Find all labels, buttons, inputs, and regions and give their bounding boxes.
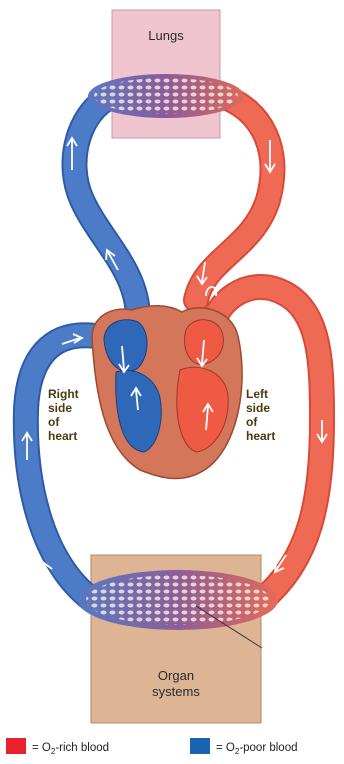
- legend-poor-swatch: [190, 738, 210, 754]
- right-label-line4: heart: [48, 429, 77, 443]
- right-side-label: Right side of heart: [48, 387, 79, 443]
- organ-systems-label-line1: Organ: [158, 668, 194, 683]
- organ-systems-label-line2: systems: [152, 684, 200, 699]
- left-label-line1: Left: [246, 387, 268, 401]
- legend-rich-text: = O2-rich blood: [32, 742, 109, 756]
- left-label-line4: heart: [246, 429, 275, 443]
- left-label-line2: side: [246, 401, 270, 415]
- right-label-line1: Right: [48, 387, 79, 401]
- legend-rich-swatch: [6, 738, 26, 754]
- right-label-line3: of: [48, 415, 60, 429]
- left-side-label: Left side of heart: [246, 387, 275, 443]
- legend-poor-text: = O2-poor blood: [216, 742, 298, 756]
- right-label-line2: side: [48, 401, 72, 415]
- left-label-line3: of: [246, 415, 258, 429]
- lungs-label: Lungs: [148, 28, 184, 43]
- legend: = O2-rich blood = O2-poor blood: [6, 738, 298, 756]
